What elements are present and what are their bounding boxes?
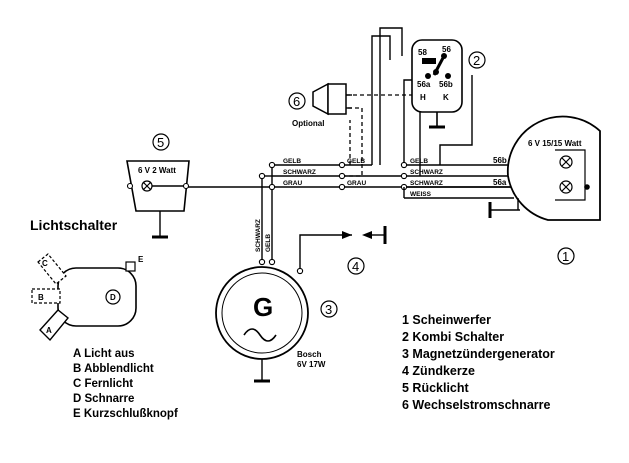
- wire-label-gelb-mid: GELB: [347, 158, 365, 165]
- generator-letter: G: [253, 292, 273, 322]
- switch-terminal-k: K: [443, 93, 449, 102]
- switch-legend-d: D Schnarre: [73, 393, 134, 405]
- marker-3: 3: [325, 302, 332, 317]
- marker-circle-5: [152, 133, 170, 151]
- switch-legend-e: E Kurzschlußknopf: [73, 408, 178, 420]
- headlamp-terminal-56b: 56b: [493, 156, 507, 165]
- marker-2: 2: [473, 53, 480, 68]
- wire-label-gelb-left: GELB: [283, 158, 301, 165]
- switch-legend: A Licht aus B Abblendlicht C Fernlicht D…: [73, 348, 178, 420]
- marker-circle-3: [320, 300, 338, 318]
- headlamp-terminal-56a: 56a: [493, 178, 507, 187]
- optional-buzzer: [312, 82, 352, 116]
- switch-legend-a: A Licht aus: [73, 348, 135, 360]
- generator-maker: Bosch: [297, 350, 322, 359]
- marker-circle-2: [468, 51, 486, 69]
- generator-rating: 6V 17W: [297, 360, 326, 369]
- marker-5: 5: [157, 135, 164, 150]
- marker-6: 6: [293, 94, 300, 109]
- marker-circle-6: [288, 92, 306, 110]
- wire-label-gelb-vertical: GELB: [265, 234, 272, 252]
- component-legend-1: 1 Scheinwerfer: [402, 313, 491, 327]
- wire-label-gelb-right: GELB: [410, 158, 428, 165]
- switch-terminal-56: 56: [442, 45, 451, 54]
- wire-label-schwarz-left: SCHWARZ: [283, 169, 316, 176]
- component-legend-6: 6 Wechselstromschnarre: [402, 398, 550, 412]
- wire-label-schwarz-vertical: SCHWARZ: [255, 219, 262, 252]
- wire-label-weiss: WEISS: [410, 191, 432, 198]
- combination-switch: 58 56 56a 56b H K: [411, 39, 463, 129]
- taillamp-rating: 6 V 2 Watt: [138, 166, 176, 175]
- switch-position-c: C: [42, 259, 48, 268]
- marker-4: 4: [352, 259, 359, 274]
- optional-label: Optional: [292, 119, 324, 128]
- component-legend-5: 5 Rücklicht: [402, 381, 470, 395]
- switch-legend-b: B Abblendlicht: [73, 363, 154, 375]
- component-legend-4: 4 Zündkerze: [402, 364, 475, 378]
- marker-circle-4: [347, 257, 365, 275]
- spark-plug: [342, 226, 387, 244]
- marker-circle-1: [557, 247, 575, 265]
- switch-position-d: D: [110, 293, 116, 302]
- light-switch-title: Lichtschalter: [30, 217, 118, 233]
- switch-terminal-56a: 56a: [417, 80, 431, 89]
- switch-position-e: E: [138, 255, 144, 264]
- switch-position-a: A: [46, 326, 52, 335]
- switch-terminal-58: 58: [418, 48, 427, 57]
- generator: [215, 266, 309, 383]
- switch-terminal-h: H: [420, 93, 426, 102]
- component-legend-2: 2 Kombi Schalter: [402, 330, 504, 344]
- light-switch-body: [31, 253, 137, 342]
- headlamp-rating: 6 V 15/15 Watt: [528, 139, 582, 148]
- wire-label-grau-left: GRAU: [283, 180, 302, 187]
- switch-terminal-56b: 56b: [439, 80, 453, 89]
- component-legend-3: 3 Magnetzündergenerator: [402, 347, 555, 361]
- headlamp: [488, 115, 601, 221]
- wire-label-schwarz-right: SCHWARZ: [410, 169, 443, 176]
- switch-position-b: B: [38, 293, 44, 302]
- switch-legend-c: C Fernlicht: [73, 378, 133, 390]
- optional-buzzer-wire: [342, 94, 412, 177]
- component-legend: 1 Scheinwerfer 2 Kombi Schalter 3 Magnet…: [402, 313, 555, 412]
- taillamp: [126, 160, 190, 239]
- generator-wires: [261, 165, 352, 271]
- wire-label-schwarz-right-2: SCHWARZ: [410, 180, 443, 187]
- marker-1: 1: [562, 249, 569, 264]
- wire-labels: GELB SCHWARZ GRAU GELB GRAU GELB SCHWARZ…: [255, 158, 443, 252]
- wire-label-grau-mid: GRAU: [347, 180, 366, 187]
